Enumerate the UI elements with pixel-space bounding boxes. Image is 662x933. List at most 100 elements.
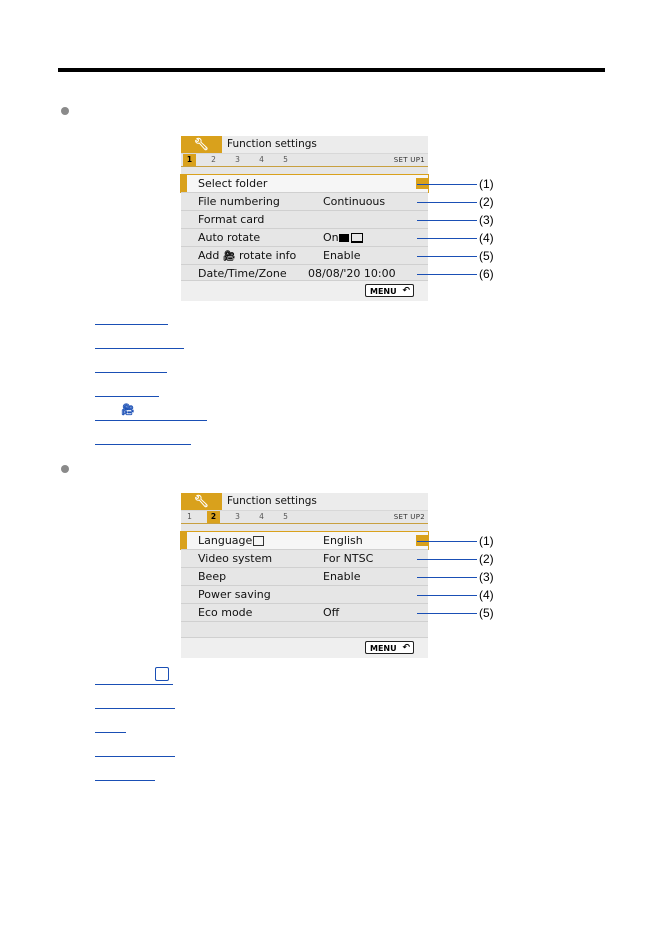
- menu-item-label: Beep: [198, 570, 227, 583]
- callout-line: [417, 613, 477, 614]
- menu-item-label-wrap: Add 🎥︎ rotate info: [198, 247, 296, 265]
- tab-5[interactable]: 5: [283, 512, 288, 521]
- return-icon: ↶: [402, 643, 410, 653]
- menu-item-value: Enable: [323, 570, 361, 583]
- menu-item-date-time-zone[interactable]: Date/Time/Zone 08/08/'20 10:00: [181, 265, 428, 282]
- link-item-2[interactable]: [95, 694, 175, 709]
- callout-line: [417, 595, 477, 596]
- link-item-4[interactable]: [95, 382, 159, 397]
- callout-line: [417, 256, 477, 257]
- wrench-icon: 🔧︎: [181, 136, 222, 153]
- movie-icon: 🎥︎: [222, 251, 236, 262]
- menu-item-auto-rotate[interactable]: Auto rotate On: [181, 229, 428, 246]
- menu-item-label: Date/Time/Zone: [198, 267, 287, 280]
- callout-number: (2): [479, 552, 494, 566]
- menu-item-file-numbering[interactable]: File numbering Continuous: [181, 193, 428, 210]
- menu-footer: MENU↶: [181, 637, 428, 658]
- callout-line: [417, 184, 477, 185]
- link-item-5[interactable]: [95, 766, 155, 781]
- link-item-1[interactable]: [95, 310, 168, 325]
- selection-marker: [416, 178, 428, 189]
- menu-item-beep[interactable]: Beep Enable: [181, 568, 428, 585]
- menu-item-label: Select folder: [198, 177, 268, 190]
- link-item-3[interactable]: [95, 718, 126, 733]
- callout-line: [417, 220, 477, 221]
- row-separator: [181, 567, 428, 568]
- menu-item-label-wrap: Language: [198, 532, 265, 549]
- tab-4[interactable]: 4: [259, 155, 264, 164]
- menu-return-button[interactable]: MENU↶: [365, 641, 414, 654]
- menu-item-language[interactable]: Language English: [180, 531, 429, 550]
- menu-item-value: On: [323, 231, 339, 244]
- menu-button-label: MENU: [370, 287, 397, 296]
- page-top-rule: [58, 68, 605, 72]
- row-separator: [181, 228, 428, 229]
- section-bullet: [61, 465, 69, 473]
- menu-tabs: 1 2 3 4 5 SET UP2: [181, 511, 428, 523]
- tab-4[interactable]: 4: [259, 512, 264, 521]
- section-bullet: [61, 107, 69, 115]
- row-separator: [181, 246, 428, 247]
- callout-number: (5): [479, 249, 494, 263]
- menu-return-button[interactable]: MENU ↶: [365, 284, 414, 297]
- tab-2[interactable]: 2: [211, 155, 216, 164]
- menu-item-format-card[interactable]: Format card: [181, 211, 428, 228]
- row-separator: [181, 549, 428, 550]
- callout-number: (4): [479, 231, 494, 245]
- menu-item-value-wrap: On: [323, 229, 363, 246]
- movie-icon: 🎥︎: [121, 404, 135, 416]
- tab-5[interactable]: 5: [283, 155, 288, 164]
- setup-page-label: SET UP1: [393, 156, 425, 164]
- menu-item-label-suffix: rotate info: [235, 249, 297, 262]
- row-separator: [181, 621, 428, 622]
- link-item-1[interactable]: [95, 667, 173, 685]
- row-separator: [181, 192, 428, 193]
- menu-item-eco-mode[interactable]: Eco mode Off: [181, 604, 428, 621]
- callout-line: [417, 541, 477, 542]
- tab-1[interactable]: 1: [183, 154, 196, 166]
- camera-icon: [338, 234, 349, 242]
- menu-item-label: Auto rotate: [198, 231, 261, 244]
- menu-item-label: Add: [198, 249, 223, 262]
- tab-3[interactable]: 3: [235, 155, 240, 164]
- camera-menu-screen-setup2: 🔧︎ Function settings 1 2 3 4 5 SET UP2 L…: [180, 493, 429, 658]
- tab-1[interactable]: 1: [187, 512, 192, 521]
- menu-item-add-movie-rotate-info[interactable]: Add 🎥︎ rotate info Enable: [181, 247, 428, 264]
- menu-item-value: Off: [323, 606, 340, 619]
- menu-item-video-system[interactable]: Video system For NTSC: [181, 550, 428, 567]
- callout-line: [417, 238, 477, 239]
- callout-number: (1): [479, 177, 494, 191]
- callout-line: [417, 202, 477, 203]
- menu-title: Function settings: [227, 495, 317, 507]
- row-separator: [181, 603, 428, 604]
- menu-item-label: File numbering: [198, 195, 280, 208]
- callout-number: (5): [479, 606, 494, 620]
- callout-number: (3): [479, 570, 494, 584]
- language-icon: [155, 667, 169, 681]
- tab-3[interactable]: 3: [235, 512, 240, 521]
- menu-item-power-saving[interactable]: Power saving: [181, 586, 428, 603]
- menu-header: 🔧︎ Function settings: [181, 493, 428, 511]
- link-item-3[interactable]: [95, 358, 167, 373]
- language-icon: [253, 536, 265, 546]
- callout-line: [417, 577, 477, 578]
- callout-number: (2): [479, 195, 494, 209]
- row-separator: [181, 264, 428, 265]
- callout-number: (4): [479, 588, 494, 602]
- callout-line: [417, 274, 477, 275]
- menu-item-value: English: [323, 534, 363, 547]
- menu-item-select-folder[interactable]: Select folder: [180, 174, 429, 193]
- menu-item-value: For NTSC: [323, 552, 374, 565]
- link-item-2[interactable]: [95, 334, 184, 349]
- menu-item-label: Format card: [198, 213, 265, 226]
- menu-item-value: 08/08/'20 10:00: [308, 267, 396, 280]
- link-item-4[interactable]: [95, 742, 175, 757]
- return-icon: ↶: [402, 286, 410, 296]
- tab-2[interactable]: 2: [207, 511, 220, 523]
- link-item-5[interactable]: 🎥︎: [95, 404, 207, 421]
- callout-line: [417, 559, 477, 560]
- menu-item-label: Power saving: [198, 588, 271, 601]
- tab-divider: [181, 166, 428, 167]
- setup-page-label: SET UP2: [393, 513, 425, 521]
- link-item-6[interactable]: [95, 430, 191, 445]
